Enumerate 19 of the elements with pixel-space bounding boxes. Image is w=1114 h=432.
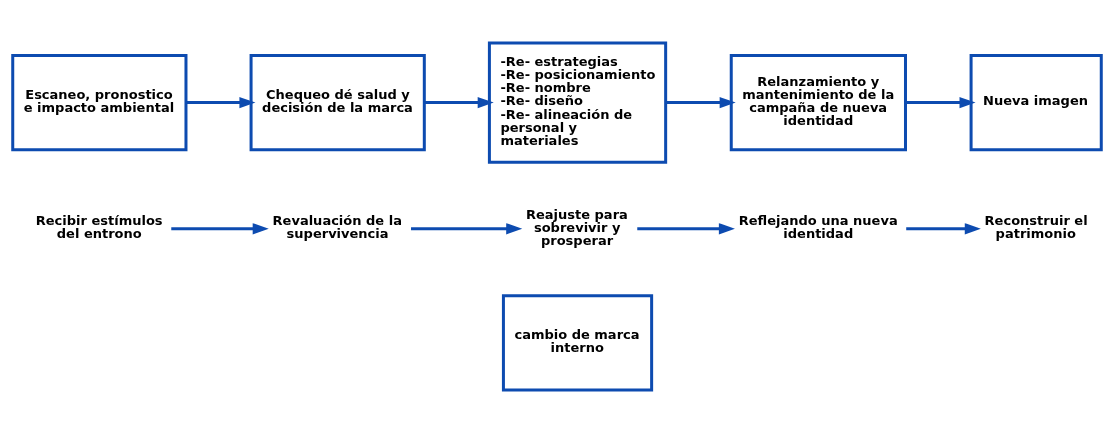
arrow [171, 222, 269, 234]
node-text: Reajuste para sobrevivir y prosperar [525, 206, 628, 248]
arrow [186, 96, 256, 108]
node-box: cambio de marca interno [501, 293, 654, 391]
node-box: Relanzamiento y mantenimiento de la campaña de nueva identidad [729, 53, 907, 151]
node-box: Escaneo, pronostico e impacto ambiental [11, 53, 188, 151]
arrow [424, 96, 494, 108]
node-text: Revaluación de la supervivencia [272, 212, 402, 241]
arrow [906, 222, 981, 234]
arrow [665, 96, 736, 108]
node-box: -Re- estrategias -Re- posicionamiento -Re- nombre -Re- diseño -Re- alineación de personal y materiales [487, 41, 668, 164]
node-text: Recibir estímulos del entrono [35, 212, 163, 241]
node-box: Chequeo dé salud y decisión de la marca [249, 53, 426, 151]
node-box: Nueva imagen [969, 53, 1103, 151]
node-text: Reconstruir el patrimonio [984, 212, 1088, 241]
arrow [905, 96, 976, 108]
arrow [411, 222, 523, 234]
node-text: Reflejando una nueva identidad [738, 212, 898, 241]
arrow [637, 222, 735, 234]
